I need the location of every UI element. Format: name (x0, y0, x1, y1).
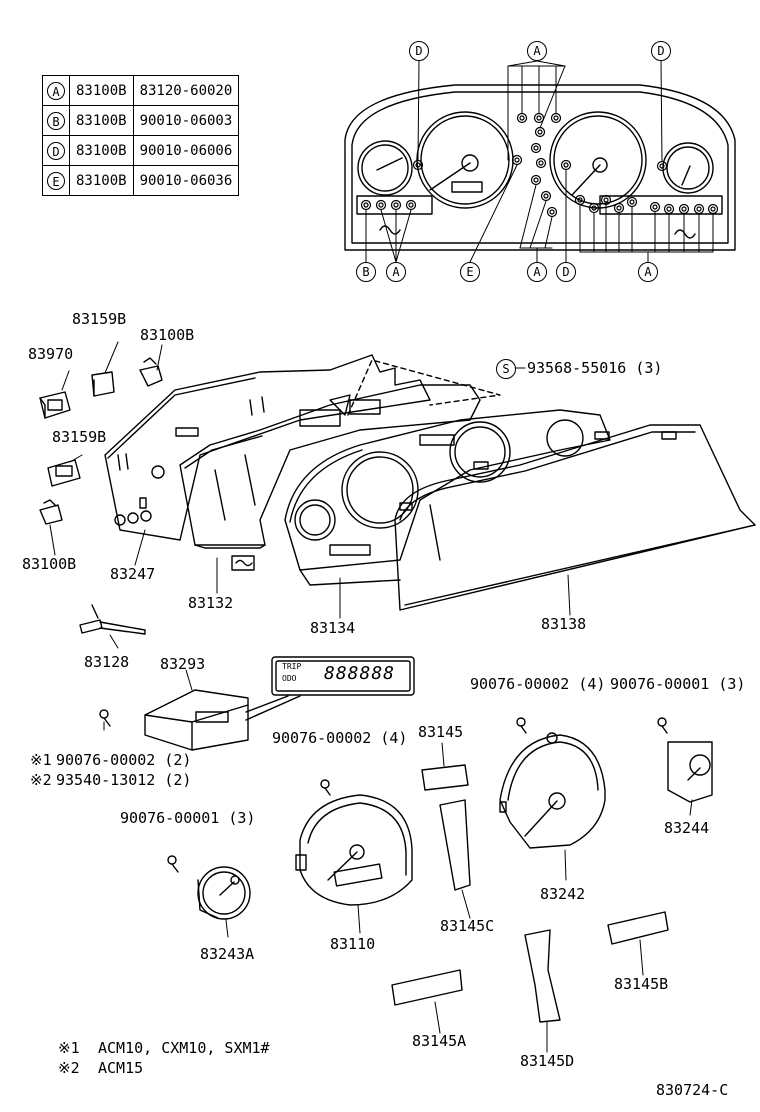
ref-d-top-right: D (651, 41, 671, 61)
label-83100b-top: 83100B (140, 326, 195, 344)
label-83145d: 83145D (520, 1052, 575, 1070)
label-83110: 83110 (330, 935, 376, 953)
footnote-1-mark: ※1 (58, 1039, 80, 1057)
legend-key: B (47, 111, 65, 130)
legend-row: A 83100B 83120-60020 (42, 75, 240, 106)
label-83145b: 83145B (614, 975, 669, 993)
label-83138: 83138 (541, 615, 587, 633)
lcd-digits: 888888 (324, 663, 396, 684)
label-screw-s: 93568-55016 (3) (527, 359, 663, 377)
ref-e-bottom: E (460, 262, 480, 282)
footnote-1-text: ACM10, CXM10, SXM1# (98, 1039, 270, 1057)
assembly-exploded-view (49, 341, 756, 619)
label-83159b: 83159B (52, 428, 107, 446)
ref-a-bottom-right: A (638, 262, 658, 282)
label-83242: 83242 (540, 885, 586, 903)
legend-number: 90010-06006 (132, 135, 240, 166)
label-83145c: 83145C (440, 917, 495, 935)
legend-part: 83100B (69, 165, 134, 196)
note-1-value: 90076-00002 (2) (56, 751, 192, 769)
legend-part: 83100B (69, 75, 134, 106)
label-83145: 83145 (418, 723, 464, 741)
label-83970: 83970 (28, 345, 74, 363)
label-screw-a: 90076-00001 (3) (120, 809, 256, 827)
ref-s-screw: S (496, 359, 516, 379)
legend-number: 90010-06003 (132, 105, 240, 136)
plates (391, 742, 669, 1053)
label-83134: 83134 (310, 619, 356, 637)
lcd-odo: ODO (282, 674, 297, 683)
gauge-83244 (657, 717, 713, 816)
note-2-label: ※2 (30, 771, 52, 789)
legend-row: B 83100B 90010-06003 (42, 105, 240, 136)
legend-row: E 83100B 90010-06036 (42, 165, 240, 196)
legend-row: D 83100B 90010-06006 (42, 135, 240, 166)
odometer-module (99, 656, 415, 751)
legend-part: 83100B (69, 105, 134, 136)
ref-a-top: A (527, 41, 547, 61)
label-83100b-bottom: 83100B (22, 555, 77, 573)
legend-key: E (47, 171, 65, 190)
label-83132: 83132 (188, 594, 234, 612)
label-screw-d: 90076-00001 (3) (610, 675, 746, 693)
label-83243a: 83243A (200, 945, 255, 963)
ref-a-bottom-left: A (386, 262, 406, 282)
gauge-83110 (295, 779, 413, 934)
legend-number: 83120-60020 (132, 75, 240, 106)
ref-d-top-left: D (409, 41, 429, 61)
label-83247: 83247 (110, 565, 156, 583)
note-2-value: 93540-13012 (2) (56, 771, 192, 789)
cluster-top-view (344, 60, 736, 263)
small-parts-left (39, 357, 163, 649)
label-83244: 83244 (664, 819, 710, 837)
label-screw-b: 90076-00002 (4) (272, 729, 408, 747)
legend-table: A 83100B 83120-60020 B 83100B 90010-0600… (42, 75, 240, 196)
label-83293: 83293 (160, 655, 206, 673)
ref-a-bottom-middle: A (527, 262, 547, 282)
note-1-label: ※1 (30, 751, 52, 769)
legend-part: 83100B (69, 135, 134, 166)
footnote-2-text: ACM15 (98, 1059, 144, 1077)
gauge-83242 (499, 717, 606, 881)
legend-key: A (47, 81, 65, 100)
label-83145a: 83145A (412, 1032, 467, 1050)
label-83128: 83128 (84, 653, 130, 671)
figure-code: 830724-C (656, 1081, 729, 1099)
gauge-83243a (167, 855, 251, 938)
label-83159b-top: 83159B (72, 310, 127, 328)
legend-number: 90010-06036 (132, 165, 240, 196)
ref-d-bottom: D (556, 262, 576, 282)
ref-b-bottom: B (356, 262, 376, 282)
label-screw-c: 90076-00002 (4) (470, 675, 606, 693)
footnote-2-mark: ※2 (58, 1059, 80, 1077)
legend-key: D (47, 141, 65, 160)
lcd-trip: TRIP (282, 662, 302, 671)
